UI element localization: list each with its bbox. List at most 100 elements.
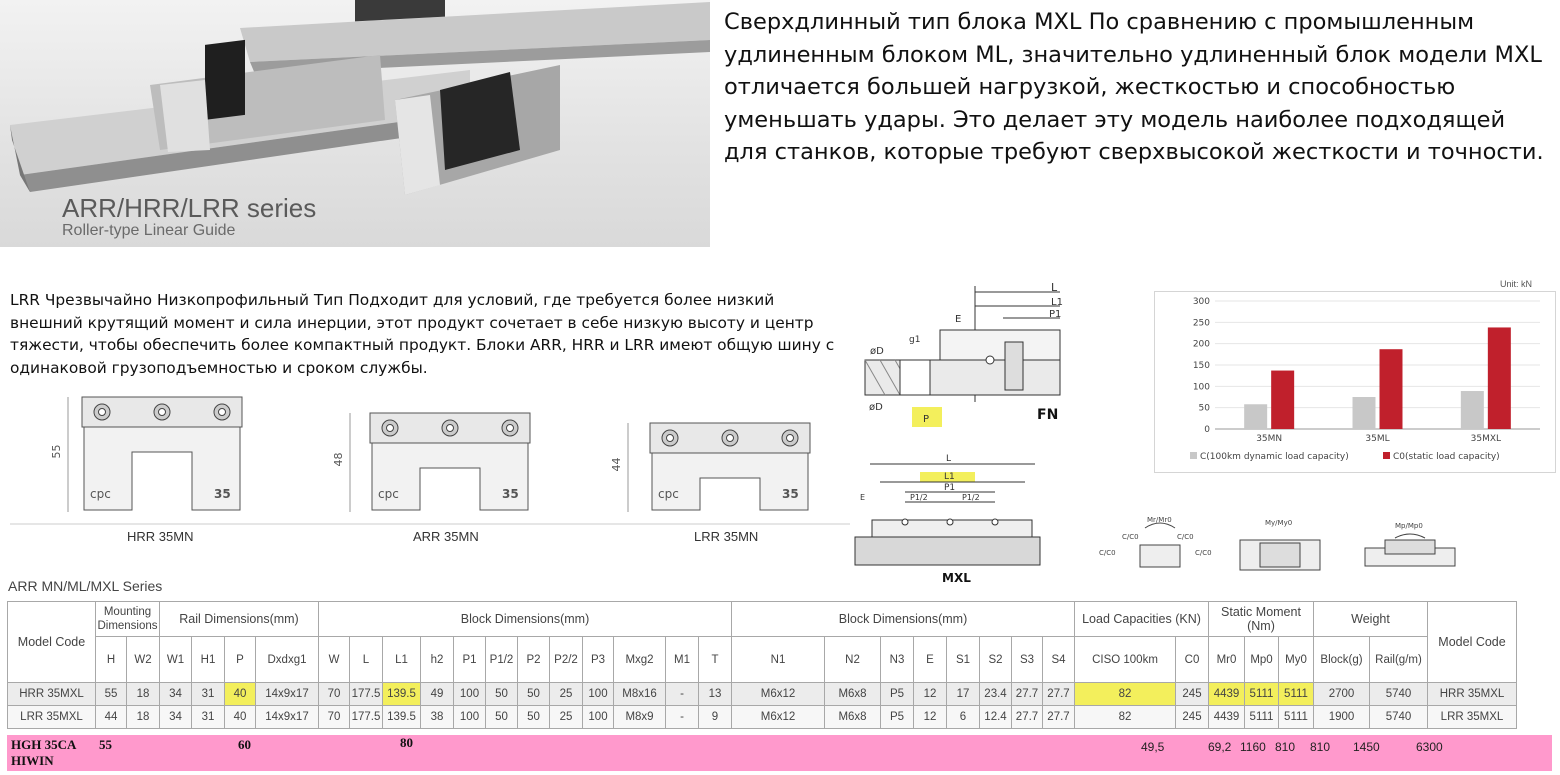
table-cell: 17 [946,682,980,706]
chart-ytick: 250 [1193,318,1210,328]
row-model-code: LRR 35MXL [7,705,96,729]
block-brand: cpc [378,487,399,501]
table-cell: 100 [582,705,614,729]
table-cell: - [665,682,699,706]
th-col: W [318,636,350,683]
table-cell: 13 [698,682,732,706]
chart-bar [1379,349,1403,429]
th-col: Mxg2 [613,636,666,683]
chart-unit: Unit: kN [1500,279,1533,289]
fn-dim-l1: L1 [1051,297,1063,308]
th-col: S4 [1042,636,1075,683]
table-cell: 14x9x17 [255,705,319,729]
table-cell: 12 [913,682,947,706]
chart-legend-item: C(100km dynamic load capacity) [1190,452,1349,462]
hiwin-l1: 80 [400,735,413,750]
hiwin-comparison-row: HGH 35CA HIWIN 55 60 80 49,5 69,2 1160 8… [7,735,1552,771]
table-cell: 5111 [1244,682,1279,706]
th-col: S2 [979,636,1012,683]
th-col: Block(g) [1313,636,1370,683]
table-cell: 31 [191,682,225,706]
table-cell: 82 [1074,682,1176,706]
block-height-dim: 44 [610,458,623,472]
fn-dim-p: P [923,414,929,425]
table-cell: 50 [485,705,518,729]
chart-ytick: 300 [1193,297,1210,307]
table-cell: 31 [191,705,225,729]
legend-label: C(100km dynamic load capacity) [1200,452,1349,462]
th-col: P1 [453,636,486,683]
table-cell: 245 [1175,705,1209,729]
hero-subtitle: Roller-type Linear Guide [62,222,236,239]
chart-ytick: 150 [1193,361,1210,371]
table-cell: 70 [318,682,350,706]
th-moment: Static Moment (Nm) [1208,601,1314,637]
fn-dim-od: øD [870,346,884,357]
fn-dim-od2: øD [869,402,883,413]
table-cell: 50 [517,705,550,729]
moment-diagrams: Mr/Mr0 C/C0 C/C0 C/C0 C/C0 My/My0 Mp/Mp0 [1099,516,1456,571]
moment-pitch: Mp/Mp0 [1395,522,1423,530]
table-cell: P5 [880,682,914,706]
mxl-dim-l1: L1 [944,472,955,482]
th-col: S1 [946,636,980,683]
table-cell: 245 [1175,682,1209,706]
block-brand: cpc [90,487,111,501]
table-cell: 100 [453,705,486,729]
mxl-label: MXL [942,571,971,585]
chart-bar [1352,397,1376,429]
th-col: H [95,636,127,683]
hiwin-mp0: 810 [1275,740,1296,754]
hero-product-image [0,0,710,247]
table-cell: 5111 [1244,705,1279,729]
table-cell: 100 [453,682,486,706]
th-col: P3 [582,636,614,683]
table-cell: P5 [880,705,914,729]
spec-table: Model Code Mounting Dimensions Rail Dime… [7,601,1517,729]
table-cell: 6 [946,705,980,729]
legend-swatch [1190,452,1197,459]
th-col: Dxdxg1 [255,636,319,683]
th-mounting: Mounting Dimensions [95,601,160,637]
block-label-hrr: HRR 35MN [127,529,194,544]
moment-center: Mr/Mr0 [1147,516,1172,524]
mxl-description: Сверхдлинный тип блока MXL По сравнению … [724,9,1544,165]
table-cell: 70 [318,705,350,729]
table-cell: 5740 [1369,682,1428,706]
chart-bar [1487,327,1511,429]
table-cell: 177.5 [349,705,383,729]
linear-guide-illustration [10,0,710,195]
hiwin-brand: HIWIN [11,753,54,768]
moment-right: C/C0 [1195,549,1212,557]
row-model-code-right: LRR 35MXL [1427,705,1517,729]
chart-ytick: 100 [1193,382,1210,392]
table-cell: M6x12 [731,682,825,706]
th-col: M1 [665,636,699,683]
mxl-drawing: L L1 P1 P1/2 P1/2 E MXL [854,454,1041,585]
table-cell: 49 [420,682,454,706]
block-height-dim: 48 [332,453,345,467]
th-col: S3 [1011,636,1043,683]
table-cell: M8x16 [613,682,666,706]
th-col: h2 [420,636,454,683]
th-model-code: Model Code [7,601,96,683]
th-weight: Weight [1313,601,1428,637]
table-cell: 5111 [1278,682,1314,706]
table-cell: 27.7 [1042,682,1075,706]
chart-xtick: 35MN [1256,434,1282,444]
chart-bar [1244,404,1268,429]
table-cell: 100 [582,682,614,706]
table-cell: 40 [224,705,256,729]
table-cell: 50 [485,682,518,706]
th-col: H1 [191,636,225,683]
table-cell: 5740 [1369,705,1428,729]
hiwin-p: 60 [238,737,251,752]
legend-swatch [1383,452,1390,459]
th-col: N1 [731,636,825,683]
fn-dim-e: E [955,314,961,325]
chart-bar [1460,391,1484,429]
moment-side: My/My0 [1265,519,1292,527]
